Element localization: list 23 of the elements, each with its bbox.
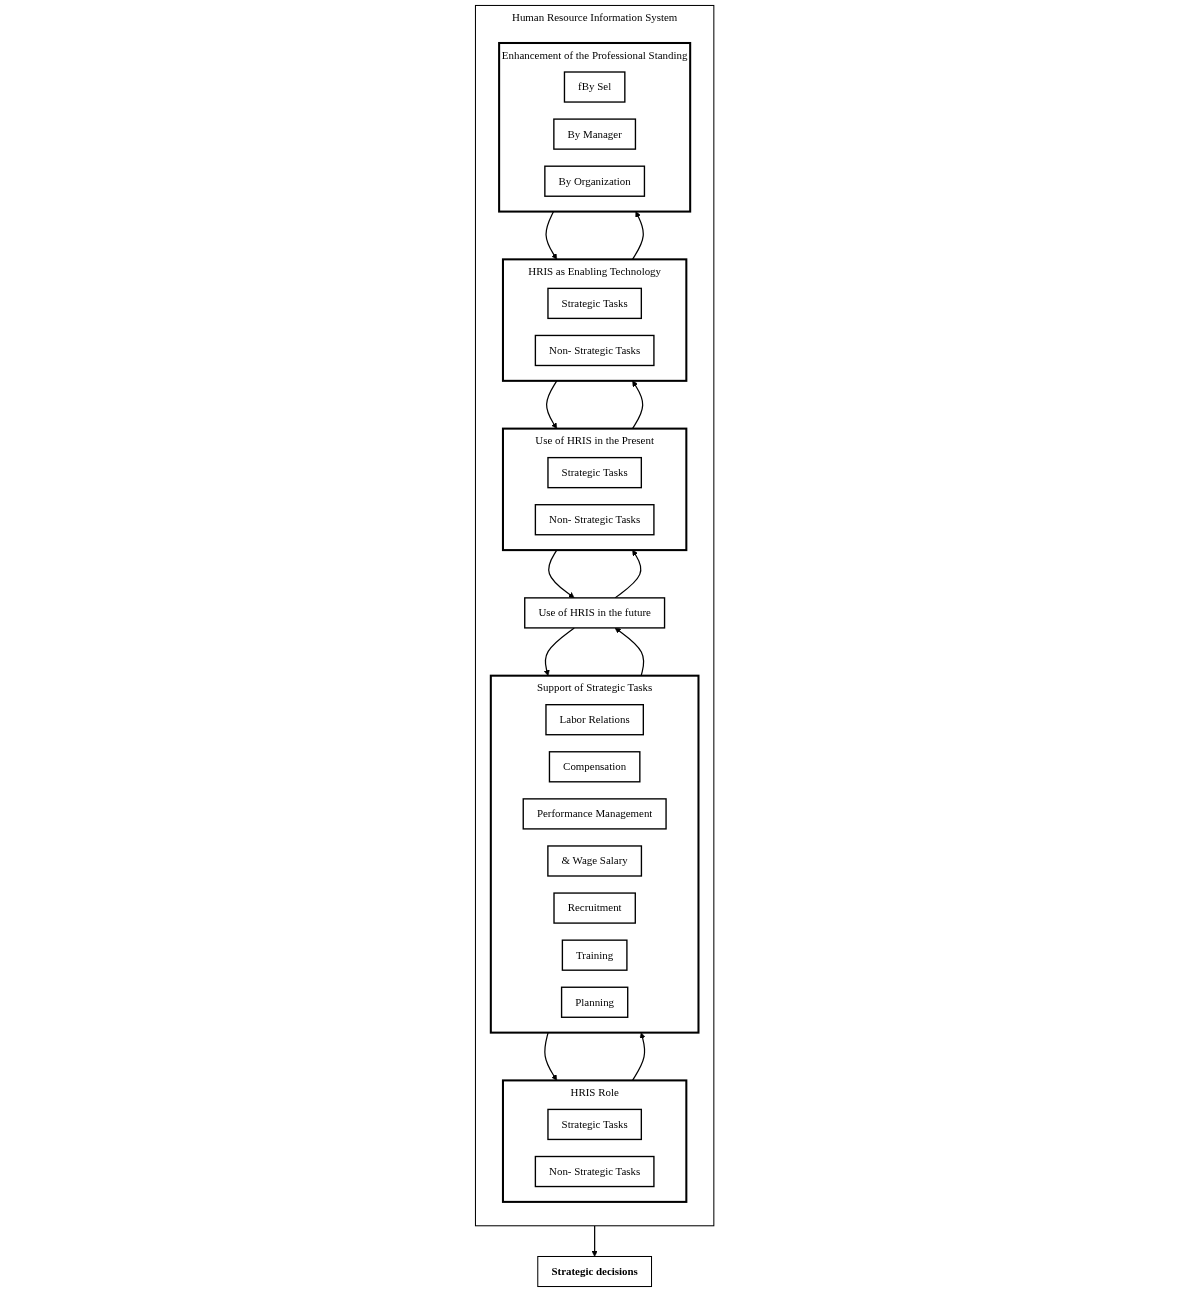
node-box: & Wage Salary <box>547 845 642 877</box>
node-box: By Organization <box>544 165 645 197</box>
node-box: Strategic Tasks <box>547 287 642 320</box>
arrow <box>544 1032 557 1081</box>
node-box: Strategic Tasks <box>547 456 642 489</box>
node-box: Non- Strategic Tasks <box>534 504 655 536</box>
node-box: Non- Strategic Tasks <box>534 1155 655 1188</box>
node-box: Planning <box>560 986 629 1018</box>
node-box: By Manager <box>553 118 636 150</box>
node-box: Compensation <box>548 751 641 783</box>
node-box: Use of HRIS in the future <box>523 597 666 629</box>
arrow <box>545 380 558 429</box>
node-box: Non- Strategic Tasks <box>534 334 655 367</box>
arrow <box>543 627 575 676</box>
arrow <box>591 1225 598 1257</box>
node-box: Labor Relations <box>545 704 644 736</box>
node-box: Performance Management <box>522 798 667 830</box>
node-box: Training <box>561 939 628 971</box>
arrow <box>631 211 644 260</box>
node-box: fBy Sel <box>563 71 626 103</box>
node-box: Recruitment <box>553 892 636 924</box>
node-box: Strategic decisions <box>537 1256 652 1288</box>
node-box: Strategic Tasks <box>547 1108 642 1141</box>
